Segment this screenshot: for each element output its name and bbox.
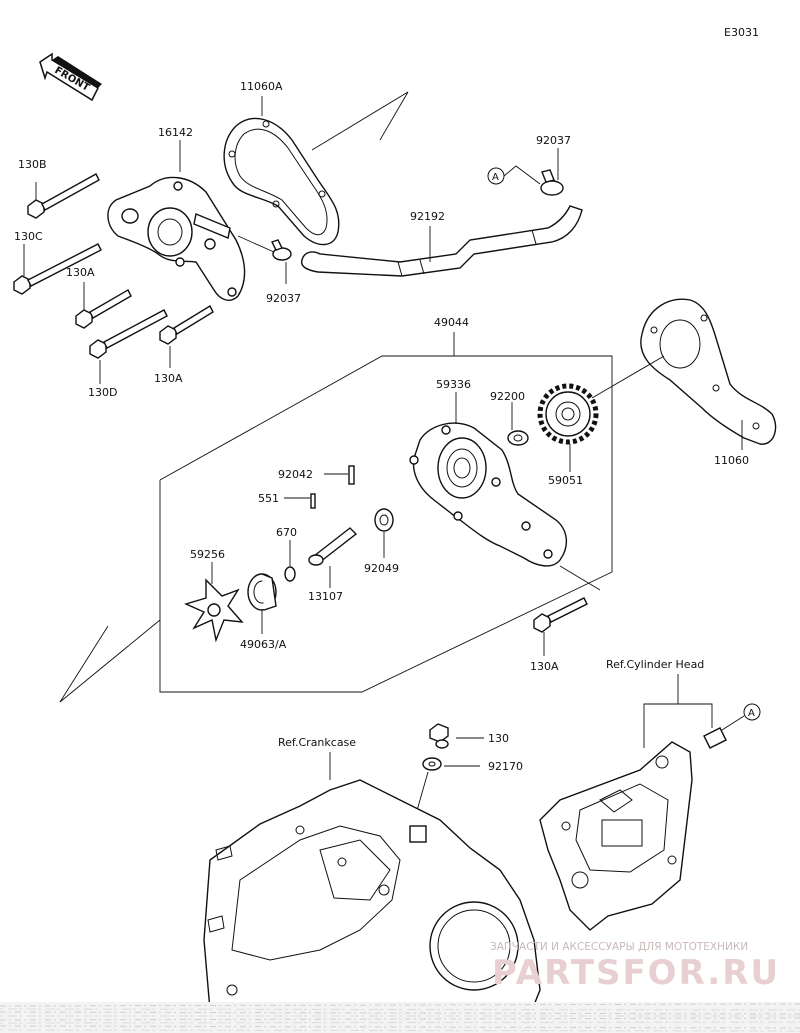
bolt-130b	[27, 173, 100, 219]
part-label-59256: 59256	[190, 548, 225, 561]
part-label-11060: 11060	[714, 454, 749, 467]
watermark-caption: ЗАПЧАСТИ И АКСЕССУАРЫ ДЛЯ МОТОТЕХНИКИ	[490, 941, 748, 953]
bolt-130a-right	[533, 597, 588, 633]
bolt-130a-upper	[75, 289, 132, 329]
part-label-92049: 92049	[364, 562, 399, 575]
gasket-11060a	[223, 117, 340, 246]
gear-59051	[537, 383, 599, 445]
part-label-59051: 59051	[548, 474, 583, 487]
part-label-670: 670	[276, 526, 297, 539]
pump-cover-16142	[107, 176, 246, 301]
bolt-130c	[13, 243, 102, 295]
part-label-92170: 92170	[488, 760, 523, 773]
part-label-130a-1: 130A	[66, 266, 95, 279]
ref-crankcase: Ref.Crankcase	[278, 736, 356, 749]
part-label-16142: 16142	[158, 126, 193, 139]
diagram-code: E3031	[724, 26, 759, 39]
part-label-49063: 49063/A	[240, 638, 287, 651]
part-label-13107: 13107	[308, 590, 343, 603]
crankcase-ref	[203, 779, 541, 1011]
bolt-130d	[89, 309, 168, 359]
part-label-130b: 130B	[18, 158, 47, 171]
svg-text:A: A	[748, 708, 755, 719]
pin-92042	[348, 465, 355, 485]
ref-cylinder-head: Ref.Cylinder Head	[606, 658, 704, 671]
part-label-49044: 49044	[434, 316, 469, 329]
part-label-130d: 130D	[88, 386, 117, 399]
watermark-brand: PARTSFOR.RU	[492, 953, 780, 993]
part-label-59336: 59336	[436, 378, 471, 391]
part-label-130: 130	[488, 732, 509, 745]
reference-marker-a-right: A	[743, 703, 761, 721]
part-label-130a-3: 130A	[530, 660, 559, 673]
bolt-130a-lower	[159, 305, 214, 345]
part-label-11060a: 11060A	[240, 80, 283, 93]
impeller-59256	[183, 578, 244, 643]
part-label-92200: 92200	[490, 390, 525, 403]
pin-551	[310, 493, 316, 509]
pump-body-59336	[409, 422, 567, 567]
washer-92170	[422, 757, 442, 771]
part-label-130a-2: 130A	[154, 372, 183, 385]
front-arrow-icon: FRONT	[39, 52, 102, 102]
fitting-nipple	[703, 727, 727, 749]
clamp-92037-lower	[271, 239, 292, 261]
clamp-92037-top	[540, 169, 564, 196]
part-label-92037-top: 92037	[536, 134, 571, 147]
part-label-92042: 92042	[278, 468, 313, 481]
part-label-551: 551	[258, 492, 279, 505]
hose-92192	[300, 205, 583, 277]
gasket-11060	[640, 298, 777, 445]
washer-92200	[507, 430, 529, 446]
part-label-92037-bottom: 92037	[266, 292, 301, 305]
shaft-13107	[308, 527, 358, 566]
o-ring-670	[284, 566, 296, 582]
svg-text:A: A	[492, 172, 499, 183]
bottom-noise-band	[0, 1002, 800, 1033]
mechanical-seal-49063	[247, 573, 277, 611]
reference-marker-a-top: A	[487, 167, 505, 185]
part-label-130c: 130C	[14, 230, 43, 243]
cylinder-head-ref	[539, 741, 693, 931]
seal-92049	[374, 508, 394, 532]
bolt-130	[429, 723, 449, 749]
part-label-92192: 92192	[410, 210, 445, 223]
